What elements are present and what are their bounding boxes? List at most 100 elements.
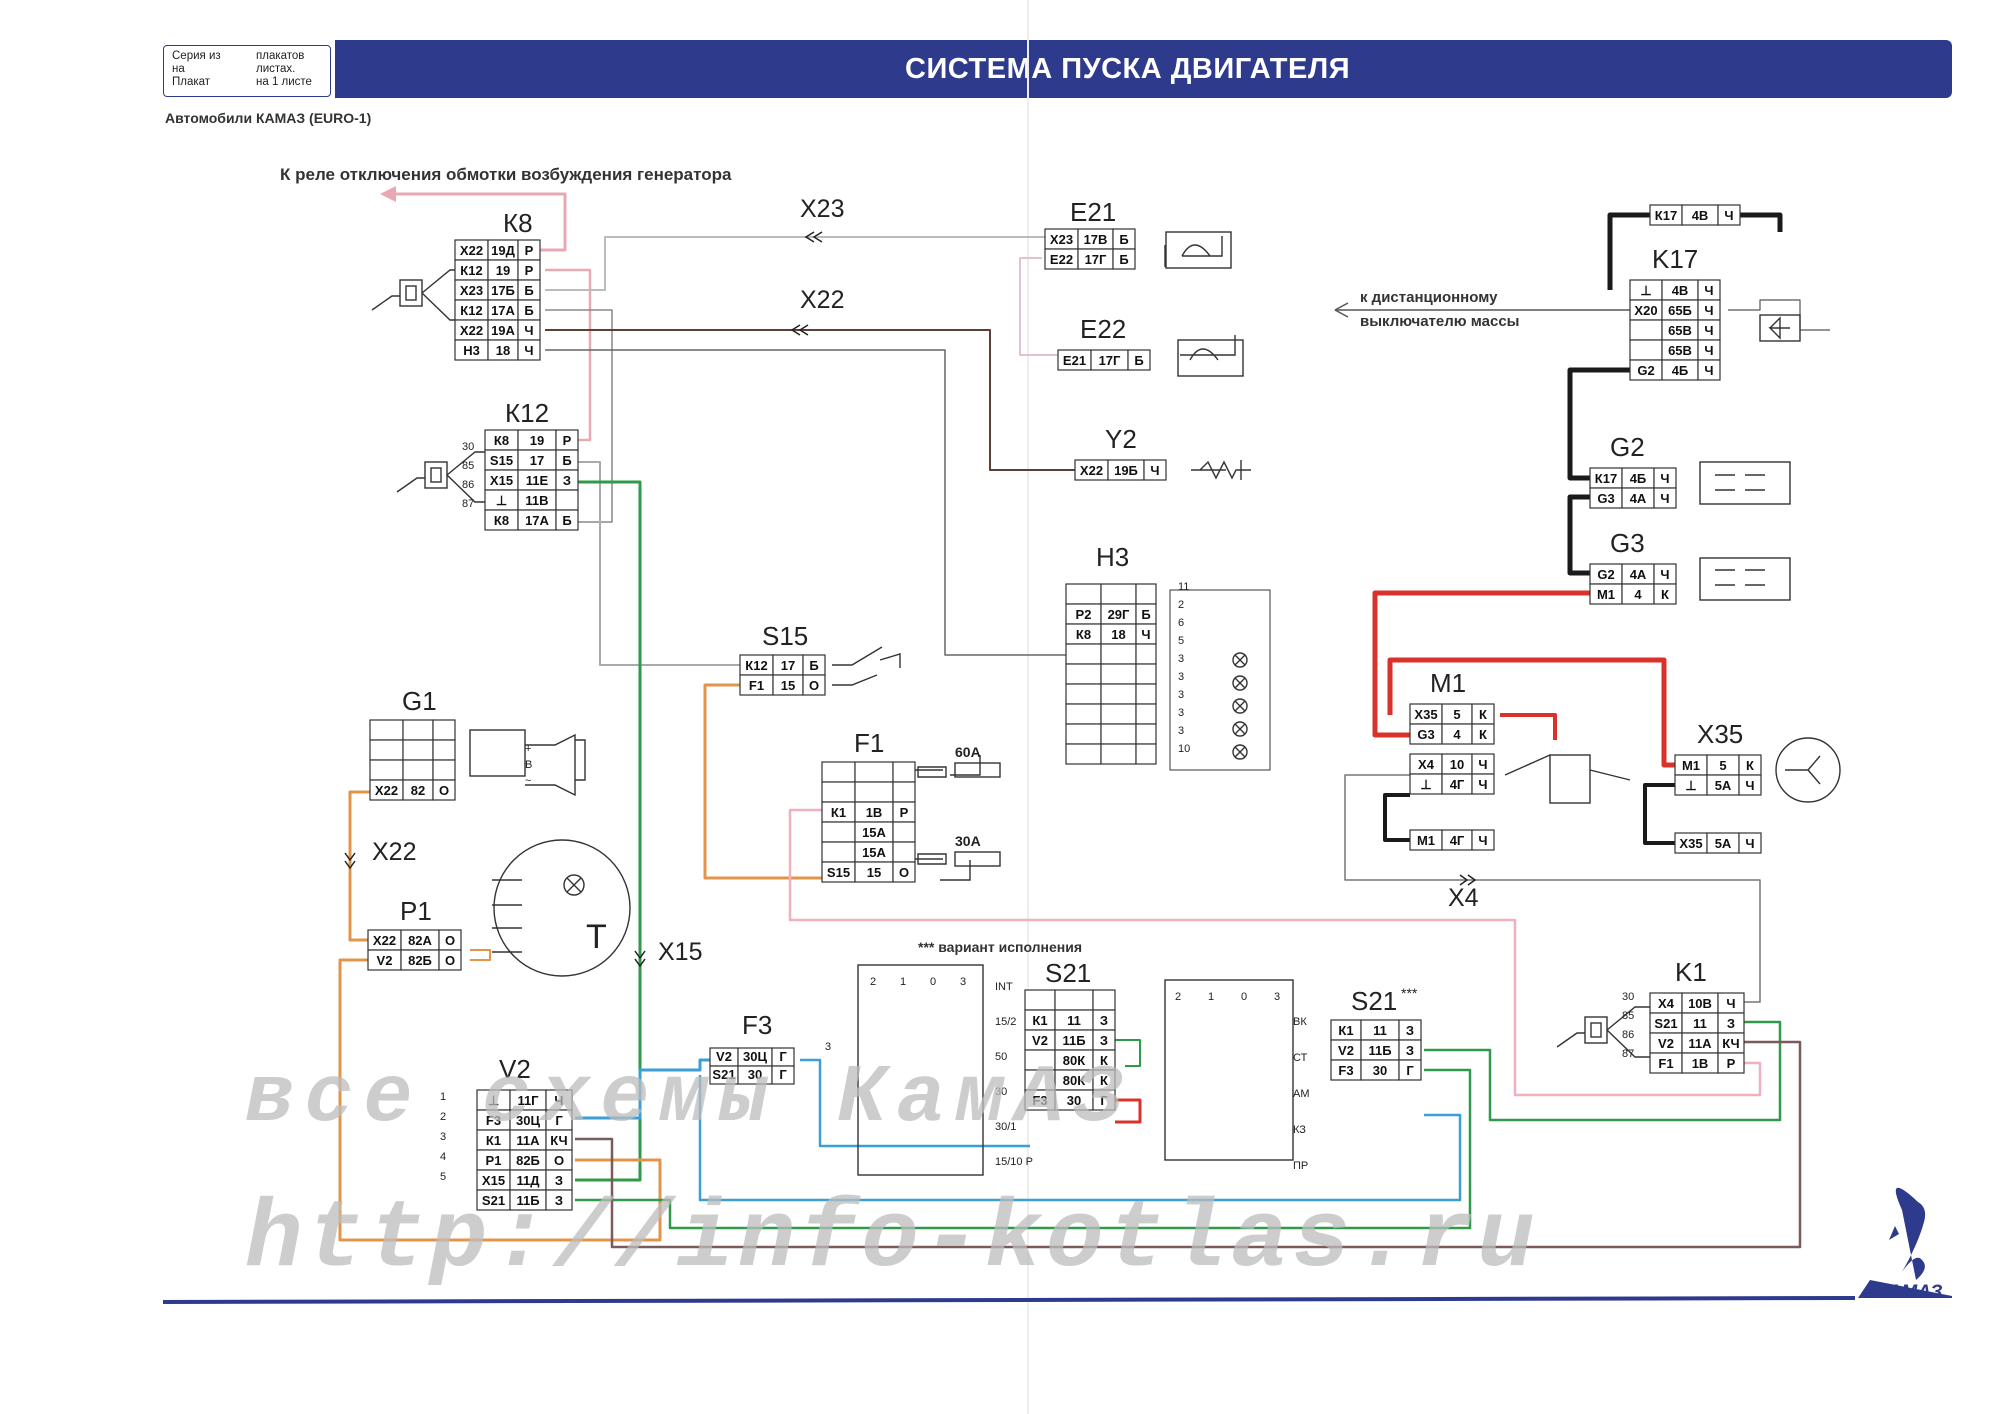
block-cell-text: 4 [1634,587,1642,602]
block-cell [1065,703,1102,725]
pin-label: ВК [1293,1016,1307,1028]
block-cell-text: 11Б [516,1193,539,1208]
block-cell-text: Х22 [460,243,483,258]
wire-e21-e22 [1019,257,1058,356]
block-cell-text: ⊥ [496,493,507,508]
wire-x15-green [575,480,642,1182]
lamp-cross [1234,700,1246,712]
block-cell-text: Ч [1478,757,1487,772]
wires [338,192,1830,1249]
block-cell-text: ⊥ [1685,778,1696,793]
wire-s21-blue-bottom [698,1075,1462,1202]
block-cell-text: 4А [1630,491,1647,506]
block-cell [1135,683,1157,705]
pin-label: 15/10 P [995,1156,1033,1168]
block-cell-text: Р [1727,1056,1736,1071]
fuse-60a-symbol [954,762,1001,778]
block-cell [1135,643,1157,665]
block-cell [1024,989,1056,1011]
block-cell-text: 11В [525,493,548,508]
block-title: E22 [1080,314,1126,344]
pin-label: 85 [1622,1010,1634,1022]
block-cell-text: Е21 [1063,353,1086,368]
watermark-line-2: http://info-kotlas.ru [245,1185,1539,1294]
position-label: 2 [1175,991,1181,1003]
lamp-icon [1232,652,1248,668]
pin-label: + [525,743,531,755]
block-cell [402,759,434,781]
block-cell [369,739,404,761]
block-cell-text: Ч [1745,778,1754,793]
block-cell [1065,643,1102,665]
pin-label: 5 [1178,635,1184,647]
block-cell [1065,683,1102,705]
block-title: M1 [1430,668,1466,698]
block-cell-text: Ч [1704,303,1713,318]
block-cell-text: Ч [1726,996,1735,1011]
wire-v2-f3-blue [575,1058,710,1120]
pin-label: ПР [1293,1160,1308,1172]
block-cell-text: Ч [1704,283,1713,298]
block-cell [802,674,826,696]
block-cell-text: Х22 [1080,463,1103,478]
block-cell-text: З [1406,1043,1414,1058]
wire-k17-ground-black [1730,212,1783,232]
wire-f1-k1-pink [788,808,1762,1097]
wire-p1-v2-orange [338,958,662,1242]
wire-s15-f1-orange [703,683,822,880]
pin-label: INT [995,981,1013,993]
block-cell-text: Ч [1660,567,1669,582]
block-cell [1653,487,1677,509]
generator-g1-symbol [525,733,586,797]
block-cell-text: 4А [1630,567,1647,582]
block-cell [1135,663,1157,685]
block-cell [1065,663,1102,685]
block-cell-text: О [445,933,455,948]
block-cell-text: К12 [745,658,767,673]
block-cell-text: 4Б [1672,363,1689,378]
block-cell-text: Ч [1478,777,1487,792]
block-cell-text: Р1 [486,1153,502,1168]
position-label: 3 [960,976,966,988]
block-cell [1100,703,1137,725]
block-cell-text: 19 [530,433,544,448]
block-cell-text: 10 [1450,757,1464,772]
block-cell-text: 10В [1688,996,1712,1011]
block-cell-text: 4Г [1450,833,1465,848]
block-cell-text: 65В [1668,343,1692,358]
series-info-box: Серия из на Плакат плакатов листах. на 1… [163,45,331,97]
block-cell-text: К1 [486,1133,501,1148]
pin-label: 2 [440,1111,446,1123]
block-cell-text: Р [525,243,534,258]
block-title: K17 [1652,244,1698,274]
block-cell [1100,723,1137,745]
block-cell-text: К [1479,727,1487,742]
block-cell-text: Ч [524,343,533,358]
block-cell-text: Б [524,283,533,298]
horn-e21-symbol [1164,236,1223,267]
block-cell-text: 19Д [491,243,515,258]
block-cell-text: 11Е [526,473,549,488]
wire-k8-k12-19 [545,268,592,442]
position-label: 0 [930,976,936,988]
variant-mark: *** [1401,985,1418,1001]
block-cell-text: Х15 [482,1173,505,1188]
block-cell-text: 15 [867,865,881,880]
block-cell [1092,1089,1116,1111]
pin-label: 30/1 [995,1121,1016,1133]
block-cell-text: З [1406,1023,1414,1038]
block-cell-text: Ч [1724,208,1733,223]
block-cell [402,739,434,761]
block-cell [892,821,916,843]
block-cell-text: Ч [1704,323,1713,338]
connector-x22-lower-label: X22 [372,838,416,866]
block-cell-text: F3 [1032,1093,1047,1108]
block-cell-text: 11Б [1368,1043,1391,1058]
